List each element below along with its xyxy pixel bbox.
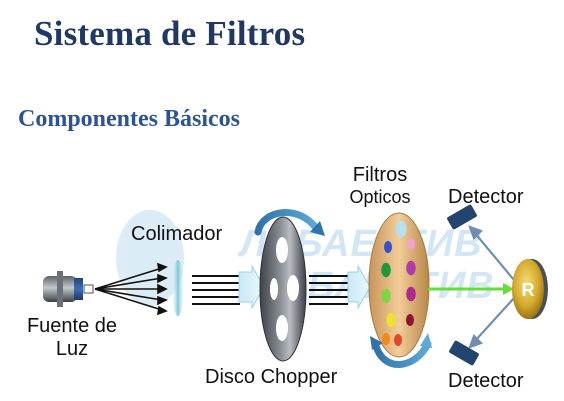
collimator-label: Colimador	[131, 223, 223, 245]
reference-cell: R	[512, 259, 548, 319]
detector-bottom-label: Detector	[448, 370, 524, 392]
green-beam	[428, 283, 514, 295]
filters-label-line-1: Filtros	[352, 164, 408, 186]
optical-filter-5	[381, 262, 391, 278]
optical-filter-7	[381, 288, 391, 304]
detector-bottom	[449, 340, 479, 366]
detector-beams	[468, 225, 515, 349]
light-source-label-line-1: Fuente de	[26, 315, 118, 337]
detector-top-label: Detector	[448, 186, 524, 208]
page-subtitle: Componentes Básicos	[18, 106, 241, 132]
chopper-disk	[259, 216, 307, 362]
optical-filter-8	[406, 314, 414, 326]
beam-arrow-2	[347, 264, 371, 310]
filter-rotation-arrow	[370, 333, 432, 368]
optical-filter-1	[395, 220, 407, 238]
detector-top	[447, 204, 477, 230]
light-source-label-line-2: Luz	[55, 338, 89, 360]
filters-label: Filtros Opticos	[335, 164, 425, 208]
parallel-beams-1	[192, 275, 240, 305]
page-title: Sistema de Filtros	[34, 14, 306, 53]
optical-filter-6	[406, 286, 416, 302]
light-source	[43, 271, 94, 307]
optical-filter-4	[406, 260, 416, 276]
optical-filter-2	[407, 238, 415, 250]
light-source-label: Fuente de Luz	[12, 315, 132, 361]
collimator-lens	[172, 260, 184, 316]
optical-filter-10	[394, 334, 402, 346]
parallel-beams-2	[309, 275, 348, 305]
filter-wheel	[368, 212, 430, 358]
chopper-rotation-arrow	[254, 209, 325, 236]
diverging-beams	[94, 262, 168, 316]
filters-label-line-2: Opticos	[349, 187, 411, 207]
reference-label: R	[522, 280, 535, 300]
optical-filter-9	[386, 312, 396, 328]
chopper-label: Disco Chopper	[205, 366, 338, 388]
beam-arrow-1	[238, 264, 265, 310]
optical-filter-11	[382, 333, 390, 345]
optical-filter-3	[384, 241, 392, 253]
